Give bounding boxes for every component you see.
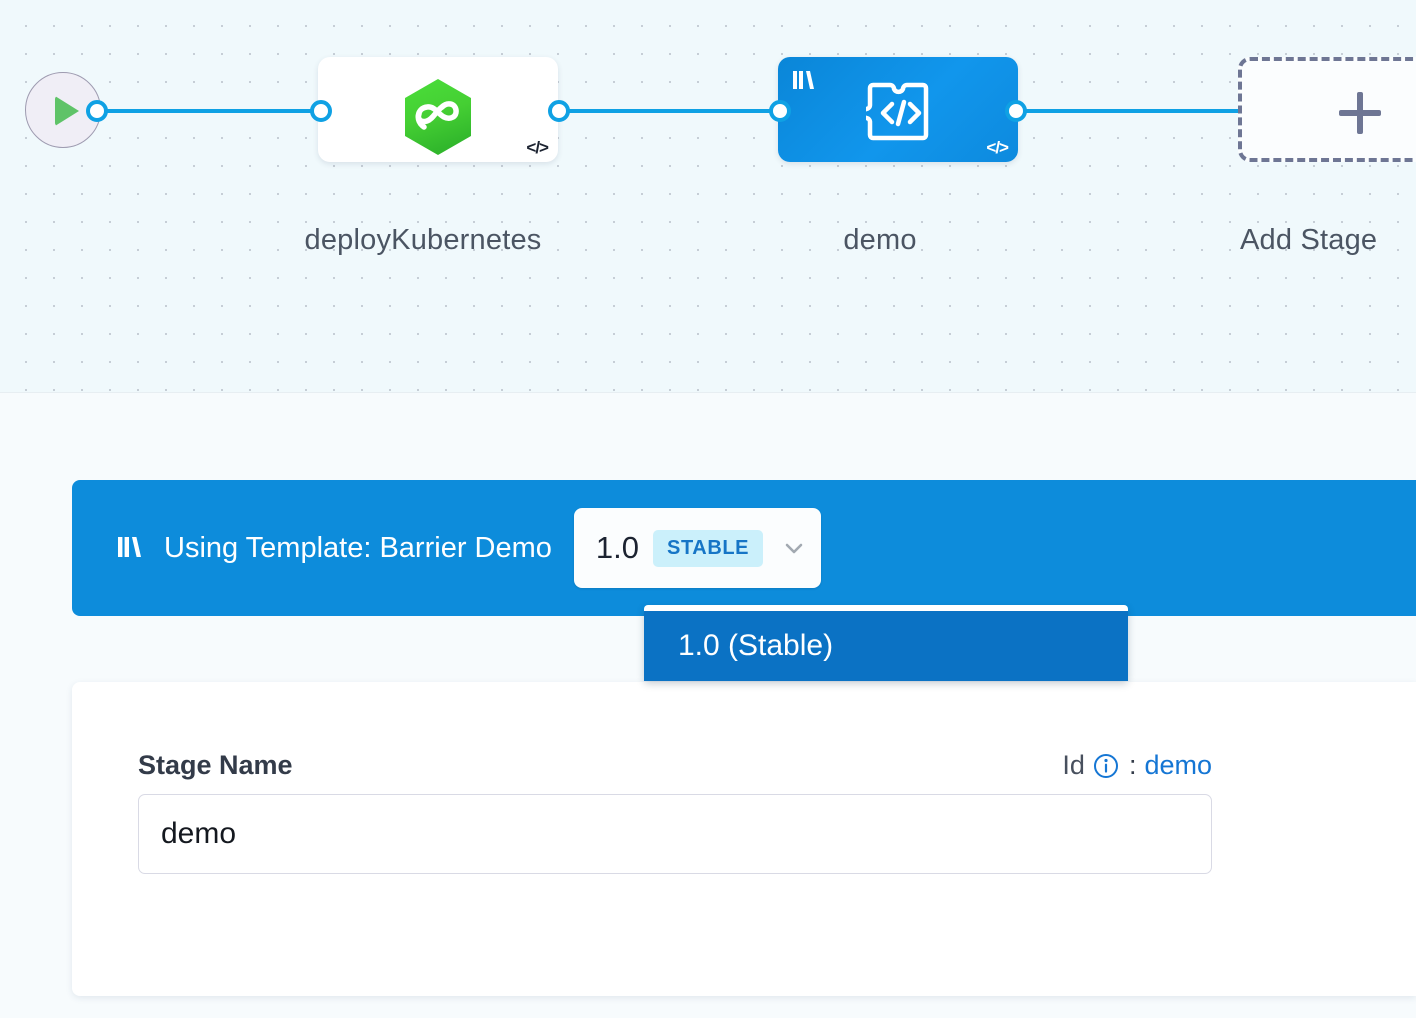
stage-label-deploykubernetes: deployKubernetes xyxy=(304,224,542,256)
template-bars-icon xyxy=(116,533,144,566)
template-bars-icon xyxy=(791,67,817,98)
stage-id-separator: : xyxy=(1128,750,1137,780)
stage-id-value[interactable]: demo xyxy=(1144,750,1212,780)
stage-details-card: Stage Name Id : demo xyxy=(72,682,1416,996)
using-template-banner: Using Template: Barrier Demo 1.0 STABLE xyxy=(72,480,1416,616)
edge-demo-to-add xyxy=(1004,109,1244,113)
play-icon xyxy=(55,96,79,126)
stage-name-field-header: Stage Name Id : demo xyxy=(138,750,1212,781)
stage-name-label: Stage Name xyxy=(138,750,293,780)
template-version-value: 1.0 xyxy=(595,530,639,565)
stage-config-panel: Stage Name Id : demo xyxy=(0,393,1416,1018)
plus-icon xyxy=(1338,91,1382,135)
template-code-icon xyxy=(860,75,930,145)
version-option-1-0-stable[interactable]: 1.0 (Stable) xyxy=(644,611,1128,681)
code-icon: </> xyxy=(986,138,1009,157)
stage-name-input[interactable] xyxy=(138,794,1212,874)
using-template-title: Using Template: Barrier Demo xyxy=(164,531,552,564)
stage-node-deploykubernetes[interactable]: </> xyxy=(318,57,558,162)
connector-dot-k8s-in[interactable] xyxy=(310,100,332,122)
stage-label-demo: demo xyxy=(843,224,917,256)
chevron-down-icon[interactable] xyxy=(781,535,807,561)
code-icon: </> xyxy=(526,138,549,157)
template-version-select[interactable]: 1.0 STABLE xyxy=(573,508,822,588)
pipeline-canvas[interactable]: </> </> xyxy=(0,0,1416,393)
connector-dot-k8s-out[interactable] xyxy=(548,100,570,122)
template-version-dropdown[interactable]: 1.0 (Stable) xyxy=(644,605,1128,681)
connector-dot-demo-out[interactable] xyxy=(1005,100,1027,122)
harness-hexagon-icon xyxy=(402,77,474,157)
add-stage-label: Add Stage xyxy=(1240,224,1378,256)
edge-start-to-k8s xyxy=(94,109,329,113)
stage-id-label: Id xyxy=(1062,750,1085,780)
add-stage-node[interactable] xyxy=(1238,57,1416,162)
template-status-badge: STABLE xyxy=(653,529,764,567)
connector-dot-demo-in[interactable] xyxy=(769,100,791,122)
connector-dot-start-out[interactable] xyxy=(86,100,108,122)
info-circle-icon[interactable] xyxy=(1093,753,1119,779)
stage-id-row: Id : demo xyxy=(1062,750,1212,781)
stage-node-demo[interactable]: </> xyxy=(778,57,1018,162)
edge-k8s-to-demo xyxy=(548,109,788,113)
